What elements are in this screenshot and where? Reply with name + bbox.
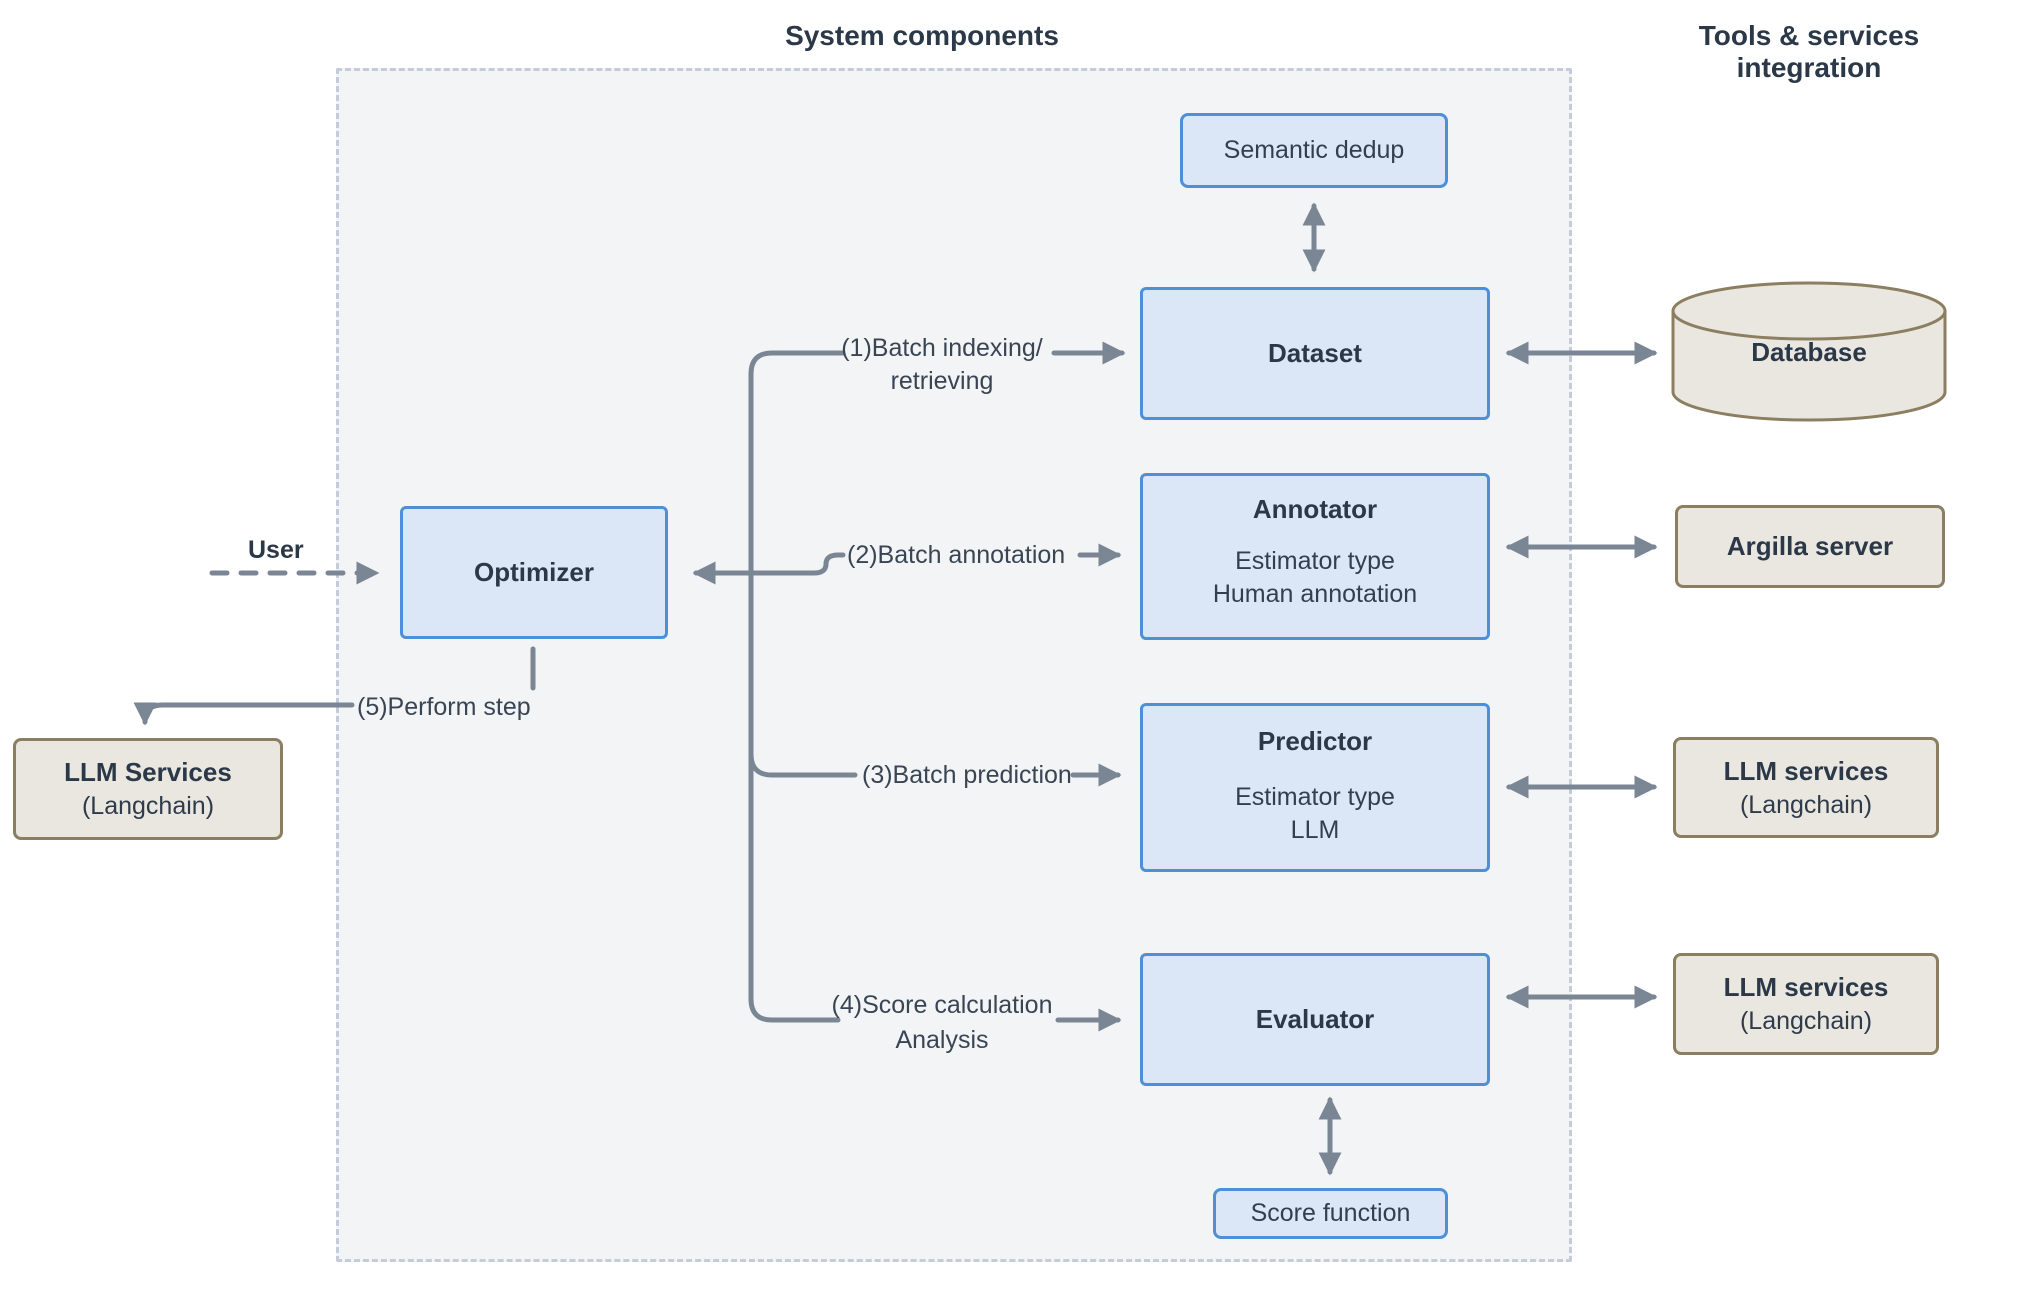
llm-services-left-title: LLM Services xyxy=(64,757,232,787)
dataset-title: Dataset xyxy=(1268,338,1362,368)
optimizer-title: Optimizer xyxy=(474,557,594,587)
predictor-title: Predictor xyxy=(1257,726,1373,756)
node-llm-services-left: LLM Services (Langchain) xyxy=(13,738,283,840)
node-score-function: Score function xyxy=(1213,1188,1448,1239)
evaluator-title: Evaluator xyxy=(1255,1004,1375,1034)
database-cylinder-shape xyxy=(1671,281,1947,422)
semantic-dedup-label: Semantic dedup xyxy=(1223,136,1405,164)
step4-label: (4)Score calculation Analysis xyxy=(812,988,1072,1058)
step1-label-line2: retrieving xyxy=(890,367,994,395)
node-evaluator: Evaluator xyxy=(1140,953,1490,1086)
node-llm-services-evaluator: LLM services (Langchain) xyxy=(1673,953,1939,1055)
node-argilla-server: Argilla server xyxy=(1675,505,1945,588)
argilla-server-label: Argilla server xyxy=(1726,531,1894,561)
system-components-title: System components xyxy=(785,20,1059,51)
llm-services-evaluator-subtitle: (Langchain) xyxy=(1739,1007,1873,1035)
predictor-line-2: LLM xyxy=(1290,816,1340,844)
node-predictor: Predictor Estimator type LLM xyxy=(1140,703,1490,872)
llm-services-evaluator-title: LLM services xyxy=(1723,972,1889,1002)
score-function-label: Score function xyxy=(1250,1199,1411,1227)
connector-step5-llm-services xyxy=(133,702,355,726)
step2-label: (2)Batch annotation xyxy=(847,541,1066,569)
step4-label-line2: Analysis xyxy=(895,1026,989,1054)
llm-services-predictor-subtitle: (Langchain) xyxy=(1739,790,1873,819)
llm-services-predictor-title: LLM services xyxy=(1723,755,1889,786)
connector-branch-optimizer xyxy=(692,552,846,585)
annotator-line-2: Human annotation xyxy=(1212,580,1418,608)
node-dataset: Dataset xyxy=(1140,287,1490,420)
connector-trunk xyxy=(748,350,846,1023)
user-label: User xyxy=(248,536,304,564)
node-llm-services-predictor: LLM services (Langchain) xyxy=(1673,737,1939,838)
connector-branch-step3 xyxy=(748,751,858,778)
node-annotator: Annotator Estimator type Human annotatio… xyxy=(1140,473,1490,640)
step4-label-line1: (4)Score calculation xyxy=(831,991,1053,1019)
step1-label-line1: (1)Batch indexing/ xyxy=(841,334,1043,362)
step3-label: (3)Batch prediction xyxy=(862,761,1072,789)
tools-services-title: Tools & services integration xyxy=(1698,20,1920,83)
annotator-line-1: Estimator type xyxy=(1235,547,1395,575)
node-semantic-dedup: Semantic dedup xyxy=(1180,113,1448,188)
predictor-line-1: Estimator type xyxy=(1235,783,1395,811)
annotator-title: Annotator xyxy=(1252,494,1378,524)
step1-label: (1)Batch indexing/ retrieving xyxy=(812,332,1072,398)
llm-services-left-subtitle: (Langchain) xyxy=(81,792,215,820)
node-optimizer: Optimizer xyxy=(400,506,668,639)
step5-label: (5)Perform step xyxy=(357,693,531,721)
database-label: Database xyxy=(1751,337,1867,367)
